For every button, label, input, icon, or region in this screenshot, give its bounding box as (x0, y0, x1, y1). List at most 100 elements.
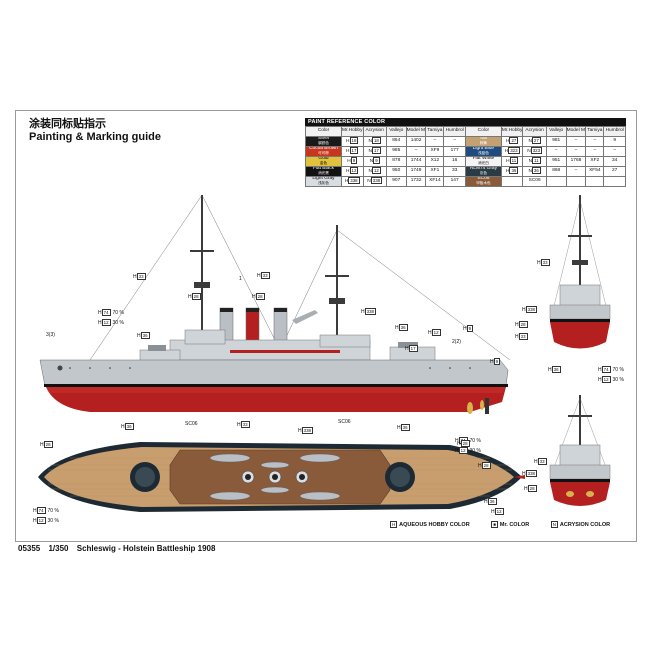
paint-prefix: H (504, 148, 509, 154)
callout-code: 33 (537, 458, 547, 465)
callout-prefix: H (522, 471, 526, 477)
callout-code: 338 (301, 427, 313, 434)
callout-code: 36 (487, 498, 497, 505)
paint-code-box: 18 (371, 137, 381, 144)
paint-cell-vallejo: 907 (385, 175, 407, 187)
paint-value: 864 (392, 138, 401, 144)
callout-prefix: H (428, 330, 432, 336)
paint-cell-mm: 1749 (405, 165, 427, 177)
callout-code: 9 (493, 358, 501, 365)
paint-name-cn: 浅蓝色 (478, 151, 489, 156)
callout-code: 33 (240, 421, 250, 428)
paint-col-header: Vallejo (545, 126, 567, 137)
paint-cell-vallejo: 981 (545, 135, 567, 147)
callout-prefix: H (455, 438, 459, 444)
callout-code: 33 (260, 272, 270, 279)
paint-col-header: Color (305, 126, 342, 137)
paint-code-box: 11 (532, 157, 541, 164)
paint-prefix: N (368, 148, 372, 154)
paint-prefix: N (367, 178, 371, 184)
paint-code-box: 323 (508, 147, 520, 154)
callout-prefix: H (188, 294, 192, 300)
callout-ratio: 30 % (47, 518, 59, 524)
paint-prefix: N (527, 148, 531, 154)
callout-prefix: H (463, 326, 467, 332)
paint-cell-humbrol: 27 (603, 165, 626, 177)
paint-code-box: 36 (531, 167, 541, 174)
callout-prefix: H (598, 367, 602, 373)
callout-ratio: 70 % (112, 310, 124, 316)
paint-name-cn: 棕黄 (479, 141, 487, 146)
paint-prefix: N (368, 138, 372, 144)
paint-value: XF14 (429, 178, 441, 184)
caption-code: 05355 (18, 544, 41, 553)
paint-cell-tamiya: X12 (425, 155, 445, 167)
paint-cell-mm: 1768 (565, 155, 587, 167)
callout-ratio: 30 % (612, 377, 624, 383)
paint-value: 33 (451, 168, 458, 174)
callout-code: 9 (466, 325, 474, 332)
paint-col-header: Mr.Hobby (340, 126, 364, 137)
paint-cell-humbrol: – (603, 145, 626, 157)
paint-value: – (613, 148, 616, 154)
paint-code-box: 27 (509, 137, 519, 144)
paint-value: 868 (552, 168, 561, 174)
paint-prefix: N (528, 138, 532, 144)
callout-prefix: H (252, 294, 256, 300)
paint-value: 878 (392, 158, 401, 164)
paint-value: – (453, 138, 456, 144)
caption-scale: 1/350 (48, 544, 69, 553)
paint-col-header: Acrysion (522, 126, 547, 137)
paint-cell-mm: 1744 (405, 155, 427, 167)
callout-code: 12 (601, 376, 611, 383)
callout-code: 28 (518, 321, 528, 328)
callout-prefix: H (257, 273, 261, 279)
callout-prefix: H (515, 322, 519, 328)
paint-prefix: H (346, 148, 350, 154)
callout-prefix: H (397, 425, 401, 431)
paint-code-box: 17 (371, 147, 381, 154)
callout-code: 28 (481, 462, 491, 469)
paint-value: XF54 (589, 168, 601, 174)
callout-ratio: 70 % (47, 508, 59, 514)
paint-cell-mm: – (565, 165, 587, 177)
paint-prefix: N (368, 168, 372, 174)
paint-value: XF1 (430, 168, 440, 174)
paint-cell-humbrol: 16 (443, 155, 466, 167)
paint-cell-vallejo: 951 (545, 155, 567, 167)
legend-m-text: Mr. COLOR (499, 522, 530, 528)
paint-value: 907 (392, 178, 401, 184)
paint-name-cn: 可可棕 (318, 151, 329, 156)
callout-code: 12 (36, 517, 46, 524)
callout-ratio: 70 % (469, 438, 481, 444)
paint-cell-tamiya: XF9 (425, 145, 445, 157)
callout-code: 74 (101, 309, 111, 316)
callout-prefix: H (490, 359, 494, 365)
paint-cell-vallejo (545, 175, 567, 187)
paint-code-box: 9 (373, 157, 380, 164)
